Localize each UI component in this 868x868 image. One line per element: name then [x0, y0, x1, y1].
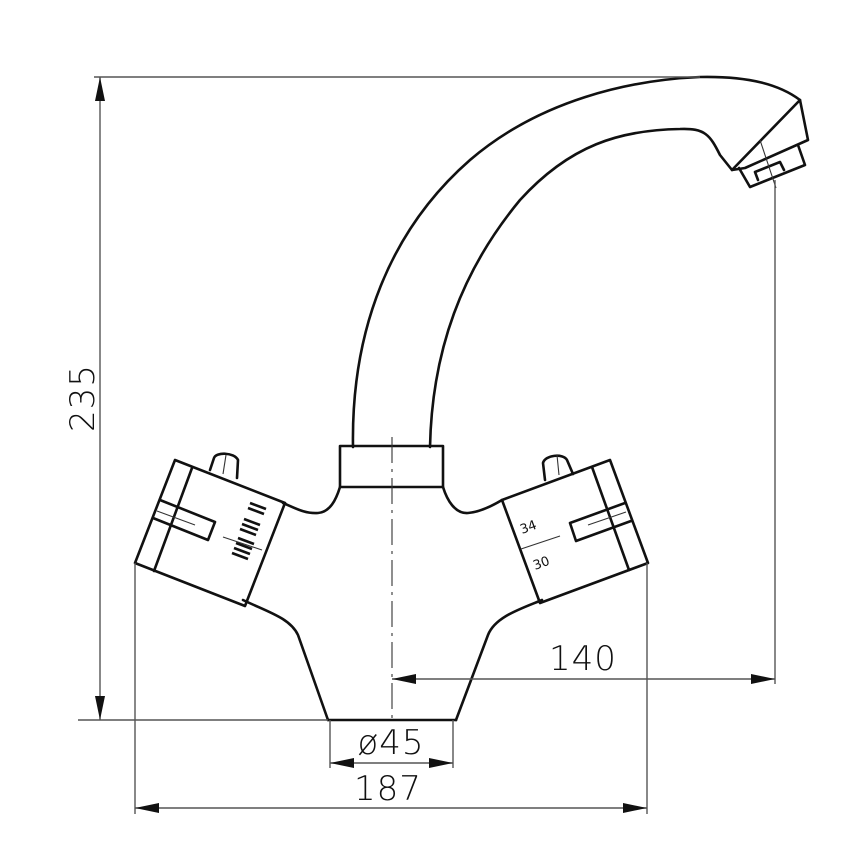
body-right-lower — [454, 598, 544, 722]
body-right-neck — [441, 485, 504, 515]
body-left-lower — [241, 598, 330, 722]
tap-body — [241, 485, 544, 722]
arrow-right-icon — [751, 674, 775, 684]
height-value: 235 — [63, 364, 103, 432]
aerator-icon — [730, 98, 810, 189]
arrow-up-icon — [95, 77, 105, 101]
aerator-nozzle — [753, 160, 786, 182]
reach-value: 140 — [549, 639, 617, 679]
spout-outer-curve — [351, 75, 802, 449]
left-handle-marks — [222, 501, 267, 561]
right-handle-label-lower: 30 — [531, 554, 552, 574]
left-handle[interactable] — [133, 452, 287, 608]
left-handle-divider — [152, 466, 194, 573]
diameter-value: ø45 — [357, 723, 424, 763]
right-handle-label-upper: 34 — [518, 518, 539, 538]
body-left-neck — [281, 485, 342, 515]
right-handle-knob-axis — [556, 454, 560, 476]
left-handle-knob[interactable] — [208, 452, 240, 480]
arrow-left-icon — [135, 803, 159, 813]
aerator-axis — [759, 139, 777, 189]
left-handle-block — [133, 458, 287, 608]
arrow-left-icon — [330, 758, 354, 768]
dimension-width: 187 — [134, 563, 648, 814]
arrow-right-icon — [429, 758, 453, 768]
right-handle-divider — [590, 465, 631, 572]
dimension-height: 235 — [63, 76, 700, 721]
right-handle-scale-line — [520, 535, 561, 550]
width-value: 187 — [354, 769, 422, 809]
right-handle-knob[interactable] — [541, 454, 575, 482]
right-handle-lever-axis — [587, 511, 627, 526]
dimension-reach: 140 — [392, 180, 776, 684]
right-handle-lever[interactable] — [568, 501, 633, 543]
dimension-base-diameter: ø45 — [329, 720, 454, 768]
right-handle[interactable]: 34 30 — [500, 454, 650, 605]
spout-inner-curve — [428, 127, 734, 449]
arrow-right-icon — [623, 803, 647, 813]
arrow-down-icon — [95, 696, 105, 720]
arrow-left-icon — [392, 674, 416, 684]
spout — [351, 75, 810, 449]
left-handle-lever-axis — [156, 510, 196, 526]
left-handle-lever[interactable] — [151, 498, 217, 542]
left-handle-knob-axis — [222, 454, 227, 475]
